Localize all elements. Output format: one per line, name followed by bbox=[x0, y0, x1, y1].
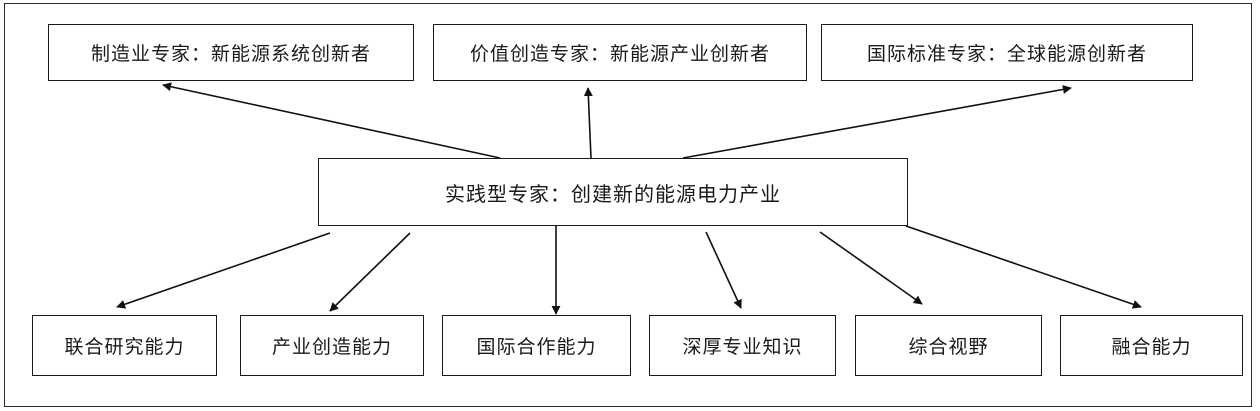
bottom-box-label: 产业创造能力 bbox=[271, 336, 392, 358]
arrow-to-international-standard-expert bbox=[682, 85, 1072, 159]
top-box-international-standard-expert: 国际标准专家：全球能源创新者 bbox=[821, 24, 1193, 81]
arrow-to-integration-ability bbox=[905, 225, 1142, 309]
arrow-to-industry-creation bbox=[329, 232, 411, 312]
top-box-manufacturing-expert: 制造业专家：新能源系统创新者 bbox=[48, 24, 414, 81]
bottom-box-label: 联合研究能力 bbox=[64, 336, 185, 358]
bottom-box-label: 国际合作能力 bbox=[476, 336, 597, 358]
arrow-to-manufacturing-expert bbox=[162, 82, 501, 159]
arrow-to-value-creation-expert bbox=[583, 87, 593, 159]
bottom-box-comprehensive-vision: 综合视野 bbox=[855, 315, 1042, 376]
top-box-label: 制造业专家：新能源系统创新者 bbox=[90, 43, 371, 65]
diagram-frame bbox=[4, 3, 1252, 407]
top-box-label: 国际标准专家：全球能源创新者 bbox=[866, 43, 1147, 65]
top-box-label: 价值创造专家：新能源产业创新者 bbox=[469, 43, 770, 65]
arrow-to-comprehensive-vision bbox=[819, 231, 923, 305]
bottom-box-label: 深厚专业知识 bbox=[682, 336, 803, 358]
bottom-box-integration-ability: 融合能力 bbox=[1060, 315, 1243, 376]
arrow-to-deep-knowledge bbox=[705, 231, 742, 309]
bottom-box-label: 融合能力 bbox=[1111, 336, 1192, 358]
bottom-box-joint-research: 联合研究能力 bbox=[32, 315, 217, 376]
bottom-box-label: 综合视野 bbox=[908, 336, 989, 358]
top-box-value-creation-expert: 价值创造专家：新能源产业创新者 bbox=[433, 24, 807, 81]
center-box-practical-expert: 实践型专家：创建新的能源电力产业 bbox=[318, 158, 908, 226]
bottom-box-international-cooperation: 国际合作能力 bbox=[442, 315, 631, 376]
bottom-box-deep-knowledge: 深厚专业知识 bbox=[649, 315, 836, 376]
arrow-to-joint-research bbox=[116, 232, 331, 309]
bottom-box-industry-creation: 产业创造能力 bbox=[240, 315, 424, 376]
center-box-label: 实践型专家：创建新的能源电力产业 bbox=[445, 181, 781, 206]
